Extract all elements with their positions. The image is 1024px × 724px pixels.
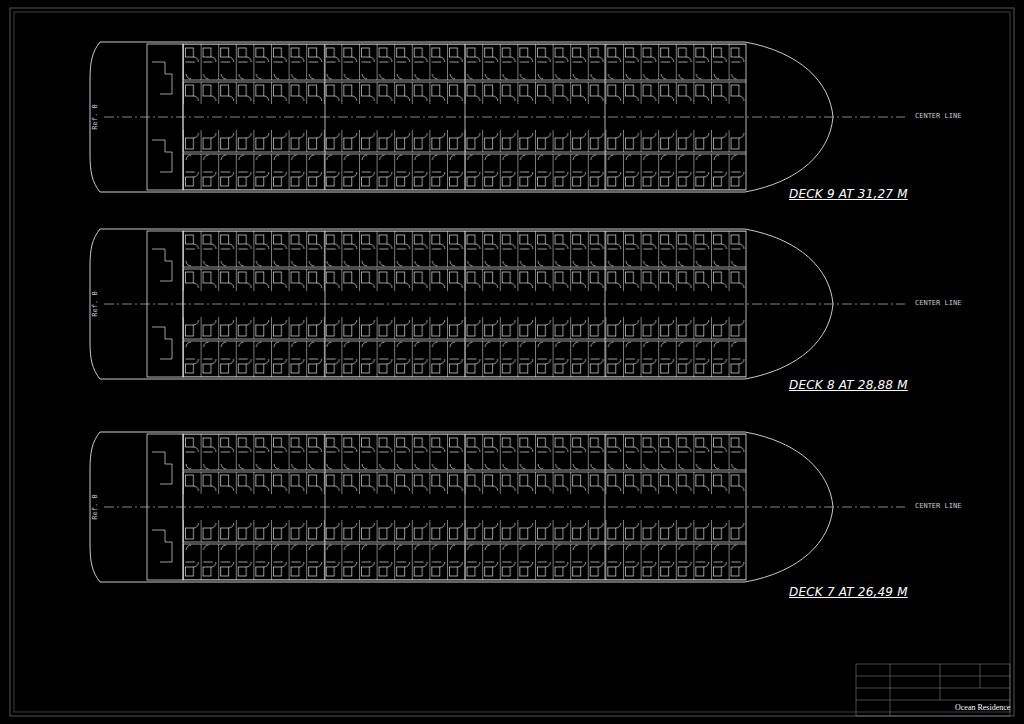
deck-9-outline [90,42,905,192]
reference-mark: Ref. 0 [92,291,99,316]
center-line-label: CENTER LINE [915,503,961,510]
center-line-label: CENTER LINE [915,113,961,120]
title-block [856,664,1010,716]
brand-name: Ocean Residence [955,704,1010,712]
deck-title: DECK 8 AT 28,88 M [789,379,908,391]
deck-8-outline [90,229,905,379]
deck-title: DECK 7 AT 26,49 M [789,586,908,598]
center-line-label: CENTER LINE [915,300,961,307]
reference-mark: Ref. 0 [92,104,99,129]
deck-title: DECK 9 AT 31,27 M [789,188,908,200]
reference-mark: Ref. 0 [92,494,99,519]
deck-7-outline [90,432,905,582]
